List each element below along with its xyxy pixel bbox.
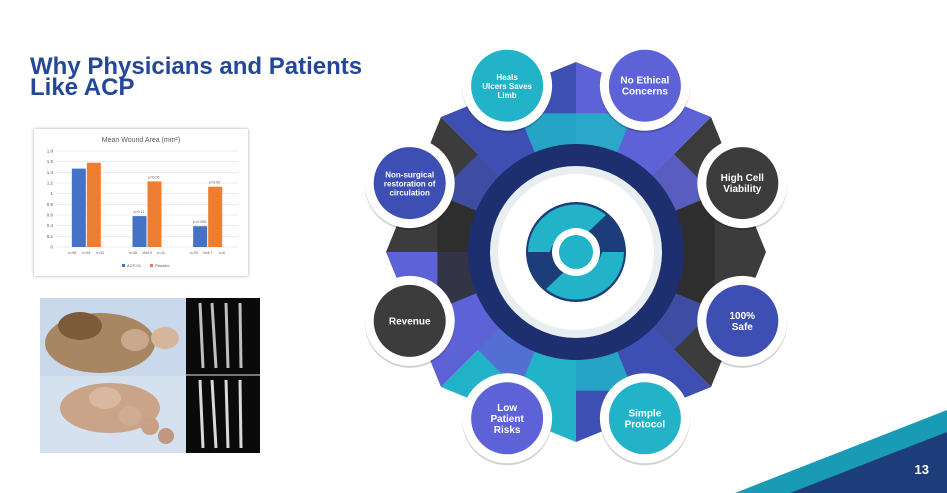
clinical-images	[40, 298, 260, 453]
node-label: No Ethical	[620, 76, 669, 87]
node-label: Simple	[628, 408, 661, 419]
node-label: Non-surgical	[385, 171, 434, 180]
chart-title: Mean Wound Area (mm²)	[102, 137, 180, 144]
node-label: Ulcers Saves	[482, 82, 532, 91]
chart-bars	[71, 162, 223, 247]
page-number: 13	[914, 462, 929, 477]
x-tick-label: n=54	[82, 251, 90, 255]
chart-legend: ACP-01 Placebo	[122, 263, 170, 268]
y-tick-label: 1	[50, 191, 53, 196]
node-label: circulation	[389, 189, 430, 198]
y-tick-label: 0.2	[47, 234, 54, 239]
logo-swirl	[528, 204, 606, 252]
chart-grid	[56, 150, 238, 248]
y-tick-label: 1.4	[47, 170, 54, 175]
legend-swatch	[122, 264, 125, 267]
legend-label: ACP-01	[127, 263, 142, 268]
wound-area-chart: Mean Wound Area (mm²) 0 0.2 0.4 0.6 0.8 1 1.2 1…	[34, 129, 248, 276]
node-label: High Cell	[721, 173, 765, 184]
y-tick-label: 1.6	[47, 159, 54, 164]
node-disc	[373, 147, 446, 220]
node-label: Patient	[490, 414, 524, 425]
benefit-node: 100%Safe	[697, 275, 788, 368]
node-label: Safe	[732, 322, 754, 333]
chart-y-axis: 0 0.2 0.4 0.6 0.8 1 1.2 1.4 1.6 1.8	[47, 149, 54, 250]
node-disc	[706, 147, 779, 220]
slide-title-line-2: Like ACP	[30, 74, 135, 101]
bar-placebo	[147, 181, 162, 247]
chart-annotations: p=0.11 p=0.05 p<0.005 p=0.02	[134, 175, 221, 224]
slide-title-line-1: Why Physicians and Patients	[30, 53, 363, 80]
y-tick-label: 0.8	[47, 202, 54, 207]
x-tick-label: n=29	[190, 251, 198, 255]
node-label: Revenue	[389, 316, 431, 327]
node-disc	[471, 382, 544, 455]
node-label: 100%	[730, 311, 756, 322]
x-tick-label: n=51	[96, 251, 104, 255]
y-tick-label: 1.8	[47, 149, 54, 154]
x-tick-label: n=58	[68, 251, 76, 255]
node-label: Protocol	[625, 419, 666, 430]
bar-acp-01	[132, 216, 147, 247]
node-label: Low	[497, 403, 517, 414]
node-label: Risks	[494, 425, 521, 436]
x-tick-label: n=11	[157, 251, 165, 255]
node-disc	[608, 382, 681, 455]
p-value-label: p=0.05	[148, 175, 159, 179]
p-value-label: p=0.02	[209, 181, 220, 185]
node-label: Viability	[723, 184, 762, 195]
node-disc	[373, 284, 446, 357]
slide-title: Why Physicians and Patients Like ACP	[30, 53, 363, 101]
legend-swatch	[150, 264, 153, 267]
chart-x-axis: n=58 n=54 n=51 n=28 Visit 5 n=11 n=29 Visit 7 n=…	[68, 251, 224, 255]
bar-acp-01	[193, 226, 208, 247]
bar-placebo	[208, 186, 223, 247]
y-tick-label: 0.4	[47, 223, 54, 228]
y-tick-label: 0.6	[47, 213, 54, 218]
node-disc	[608, 49, 681, 122]
p-value-label: p=0.11	[134, 210, 145, 214]
x-tick-label: n=28	[129, 251, 137, 255]
p-value-label: p<0.005	[193, 220, 206, 224]
y-tick-label: 0	[50, 245, 53, 250]
logo-swirl	[546, 252, 624, 300]
chart-canvas: Mean Wound Area (mm²) 0 0.2 0.4 0.6 0.8 1 1.2 1…	[47, 137, 238, 268]
bar-acp-01	[71, 168, 86, 247]
logo-core	[559, 235, 593, 269]
bar-placebo	[86, 162, 101, 247]
benefit-node: Revenue	[364, 275, 455, 368]
node-label: Limb	[498, 91, 517, 100]
node-label: Concerns	[622, 87, 669, 98]
x-tick-label: Visit 5	[142, 251, 152, 255]
node-disc	[706, 284, 779, 357]
x-tick-label: Visit 7	[203, 251, 213, 255]
y-tick-label: 1.2	[47, 181, 54, 186]
acp-logo	[526, 202, 626, 302]
legend-label: Placebo	[155, 263, 170, 268]
node-disc	[471, 49, 544, 122]
node-label: Heals	[496, 73, 518, 82]
x-tick-label: n=8	[219, 251, 225, 255]
clinical-photo-collage	[40, 298, 260, 453]
node-label: restoration of	[384, 180, 436, 189]
